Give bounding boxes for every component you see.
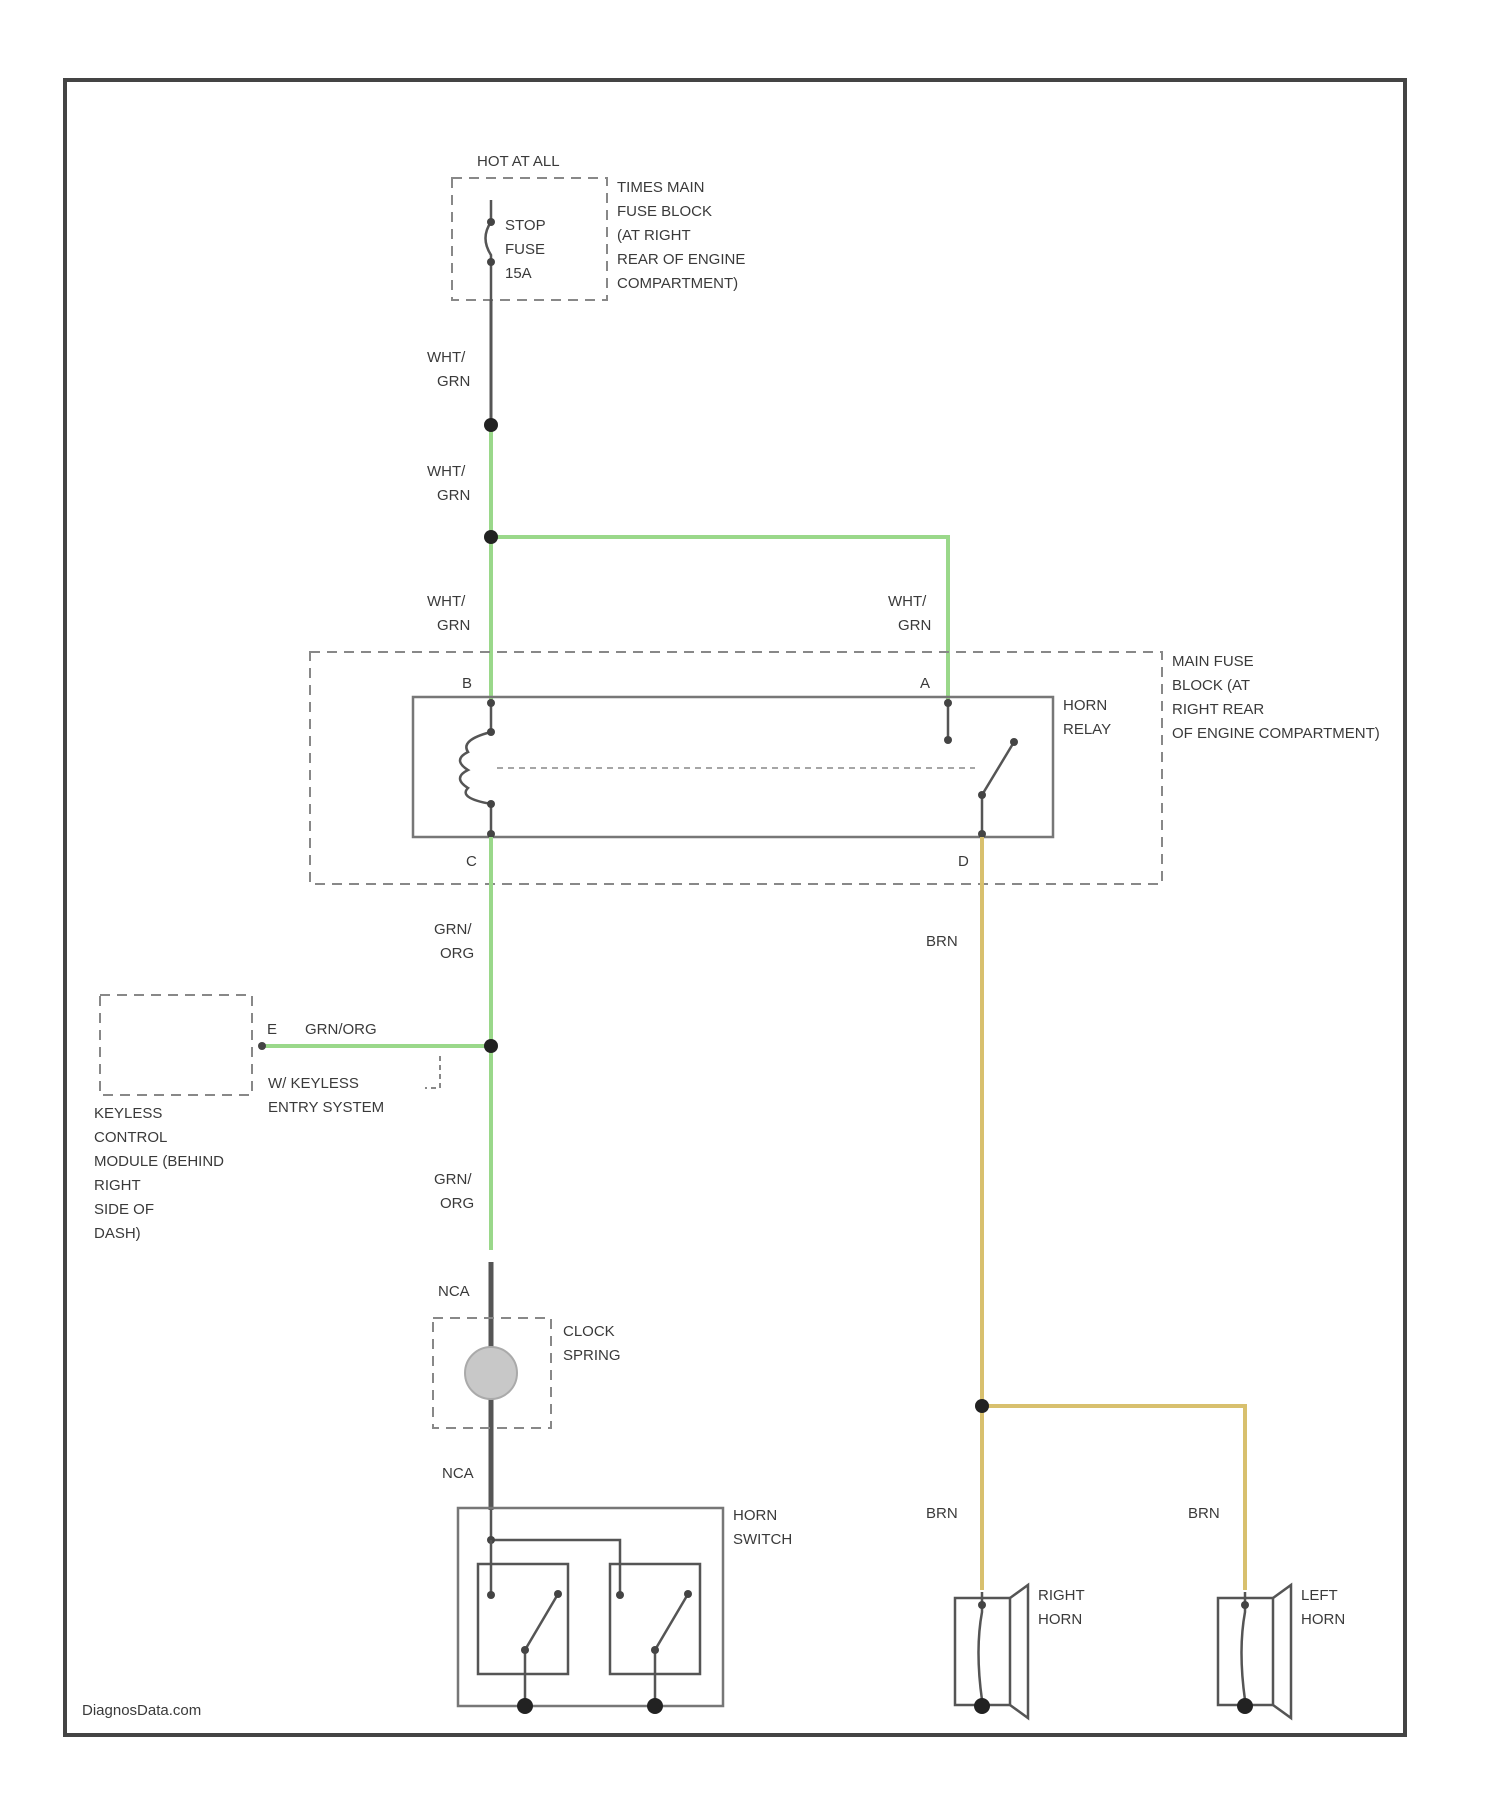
wire-label-wht-grn: WHT/ GRN [427,349,470,390]
diagram-frame [65,80,1405,1735]
keyless-note-bracket [425,1056,440,1088]
horn-switch [458,1508,723,1706]
pin-b-label: B [462,675,472,692]
svg-text:CLOCK: CLOCK [563,1323,615,1340]
svg-text:SIDE OF: SIDE OF [94,1201,154,1218]
svg-text:(AT RIGHT: (AT RIGHT [617,227,691,244]
wire-label-nca: NCA [442,1465,474,1482]
svg-text:HORN: HORN [1301,1611,1345,1628]
pin-c-label: C [466,853,477,870]
svg-text:RIGHT REAR: RIGHT REAR [1172,701,1264,718]
horn-relay-label: HORN RELAY [1063,697,1111,738]
svg-text:GRN: GRN [437,373,470,390]
ground-terminal [974,1698,990,1714]
wire-label-nca: NCA [438,1283,470,1300]
right-horn-label: RIGHT HORN [1038,1587,1085,1628]
pin-d-label: D [958,853,969,870]
svg-text:FUSE BLOCK: FUSE BLOCK [617,203,712,220]
wire-brn-left-horn [982,1406,1245,1590]
splice-dot [484,530,498,544]
svg-text:HORN: HORN [1063,697,1107,714]
clock-spring [465,1347,517,1399]
clock-spring-label: CLOCK SPRING [563,1323,621,1364]
svg-text:GRN/: GRN/ [434,921,472,938]
svg-text:RIGHT: RIGHT [94,1177,141,1194]
svg-text:HORN: HORN [733,1507,777,1524]
wire-wht-grn-branch [491,537,948,700]
svg-text:WHT/: WHT/ [427,593,466,610]
svg-text:SPRING: SPRING [563,1347,621,1364]
wire-label-wht-grn: WHT/ GRN [427,463,470,504]
svg-text:OF ENGINE COMPARTMENT): OF ENGINE COMPARTMENT) [1172,725,1380,742]
svg-text:15A: 15A [505,265,532,282]
svg-text:GRN: GRN [898,617,931,634]
svg-text:WHT/: WHT/ [427,349,466,366]
svg-text:MAIN FUSE: MAIN FUSE [1172,653,1254,670]
left-horn-label: LEFT HORN [1301,1587,1345,1628]
keyless-control-module-label: KEYLESS CONTROL MODULE (BEHIND RIGHT SID… [94,1105,224,1242]
svg-text:RIGHT: RIGHT [1038,1587,1085,1604]
svg-text:WHT/: WHT/ [427,463,466,480]
svg-text:ORG: ORG [440,945,474,962]
splice-dot [484,1039,498,1053]
keyless-note: W/ KEYLESS ENTRY SYSTEM [268,1075,384,1116]
svg-text:CONTROL: CONTROL [94,1129,167,1146]
splice-dot [484,418,498,432]
relay-switch [944,699,1018,838]
keyless-pin-label: E [267,1021,277,1038]
svg-text:SWITCH: SWITCH [733,1531,792,1548]
svg-text:KEYLESS: KEYLESS [94,1105,162,1122]
svg-text:ENTRY SYSTEM: ENTRY SYSTEM [268,1099,384,1116]
wire-label-wht-grn: WHT/ GRN [888,593,931,634]
wire-label-brn: BRN [926,1505,958,1522]
ground-terminal [517,1698,533,1714]
svg-text:LEFT: LEFT [1301,1587,1338,1604]
main-fuse-block-label: MAIN FUSE BLOCK (AT RIGHT REAR OF ENGINE… [1172,653,1380,742]
svg-text:RELAY: RELAY [1063,721,1111,738]
wire-label-brn: BRN [1188,1505,1220,1522]
svg-text:GRN: GRN [437,487,470,504]
keyless-terminal [258,1042,266,1050]
svg-text:STOP: STOP [505,217,546,234]
svg-text:GRN/: GRN/ [434,1171,472,1188]
svg-text:COMPARTMENT): COMPARTMENT) [617,275,738,292]
horn-switch-contacts [478,1510,700,1700]
keyless-control-module [100,995,252,1095]
keyless-wire-label: GRN/ORG [305,1021,377,1038]
right-horn [955,1585,1028,1718]
horn-switch-label: HORN SWITCH [733,1507,792,1548]
wire-label-brn: BRN [926,933,958,950]
main-fuse-block [310,652,1162,884]
svg-text:W/ KEYLESS: W/ KEYLESS [268,1075,359,1092]
svg-text:REAR OF ENGINE: REAR OF ENGINE [617,251,745,268]
svg-text:WHT/: WHT/ [888,593,927,610]
fuse-block-header: HOT AT ALL [477,153,560,170]
splice-dot [975,1399,989,1413]
svg-text:TIMES MAIN: TIMES MAIN [617,179,705,196]
pin-a-label: A [920,675,930,692]
horn-relay [413,697,1053,837]
svg-text:GRN: GRN [437,617,470,634]
ground-terminal [647,1698,663,1714]
svg-text:FUSE: FUSE [505,241,545,258]
relay-coil [460,699,975,838]
watermark: DiagnosData.com [82,1702,201,1719]
svg-text:ORG: ORG [440,1195,474,1212]
wire-label-grn-org: GRN/ ORG [434,921,474,962]
wire-label-grn-org: GRN/ ORG [434,1171,474,1212]
svg-text:DASH): DASH) [94,1225,141,1242]
ground-terminal [1237,1698,1253,1714]
wire-label-wht-grn: WHT/ GRN [427,593,470,634]
left-horn [1218,1585,1291,1718]
stop-fuse: STOP FUSE 15A [486,200,546,300]
svg-text:BLOCK (AT: BLOCK (AT [1172,677,1250,694]
times-main-fuse-block-label: TIMES MAIN FUSE BLOCK (AT RIGHT REAR OF … [617,179,745,292]
svg-text:MODULE (BEHIND: MODULE (BEHIND [94,1153,224,1170]
svg-text:HORN: HORN [1038,1611,1082,1628]
